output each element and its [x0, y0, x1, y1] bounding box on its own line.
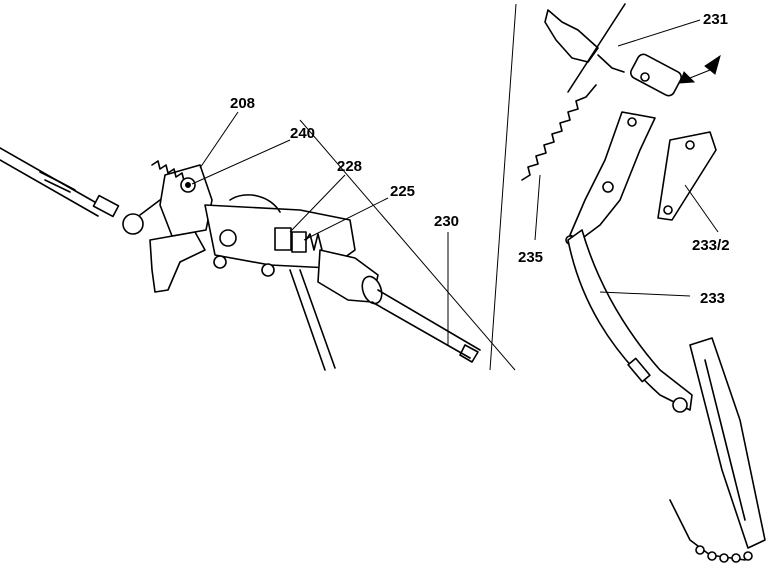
accelerator-pedal-assembly: [521, 3, 766, 563]
leader-lines: [191, 19, 719, 345]
callout-225: 225: [390, 183, 415, 200]
arrow-icon: [679, 54, 721, 84]
pedal-bracket: [569, 111, 656, 241]
callout-235: 235: [518, 249, 543, 266]
pivot-pin: [185, 182, 191, 188]
callout-230: 230: [434, 213, 459, 230]
return-spring-208: [151, 160, 185, 182]
plate-hole-1: [685, 140, 695, 150]
pedal-pad: [689, 337, 766, 549]
pedal-arm-233: [567, 229, 693, 411]
cable-end: [459, 344, 479, 363]
cover-plate-233-2: [657, 131, 717, 221]
ball-joint: [122, 213, 144, 235]
leader-233: [599, 291, 691, 297]
clip-hole: [640, 72, 650, 82]
chain-link-1: [695, 545, 705, 555]
callout-208: 208: [230, 95, 255, 112]
housing-bolt-2: [213, 255, 227, 269]
bowden-cable-230: [371, 289, 481, 359]
housing-bolt-3: [261, 263, 275, 277]
support-rod: [289, 269, 336, 371]
bracket-hole-top: [627, 117, 637, 127]
lever-bracket: [149, 231, 206, 293]
divider-line-diagonal: [299, 119, 516, 371]
divider-line-vertical: [489, 3, 517, 371]
chain-link-4: [731, 553, 741, 563]
housing-top: [229, 194, 281, 213]
leader-228: [289, 174, 346, 233]
leader-240: [191, 139, 291, 185]
return-spring-235: [521, 84, 597, 181]
rod-clip: [39, 171, 76, 193]
chain-link-2: [707, 551, 717, 561]
plate-hole-2: [663, 205, 673, 215]
lever-body: [159, 164, 213, 237]
callout-240: 240: [290, 125, 315, 142]
callout-labels: 208 240 228 225 230 231 235 233/2 233: [230, 11, 730, 307]
callout-231: 231: [703, 11, 728, 28]
cable-clip-231: [630, 53, 682, 97]
leader-231: [617, 19, 701, 47]
leader-233-2: [684, 184, 719, 233]
arm-pivot: [672, 397, 688, 413]
adjuster-nut-228: [274, 227, 292, 251]
chain-link-3: [719, 553, 729, 563]
spring-225: [305, 233, 323, 251]
throttle-linkage-assembly: [0, 147, 481, 371]
arm-slot: [627, 357, 651, 383]
housing-bolt-1: [219, 229, 237, 247]
callout-228: 228: [337, 158, 362, 175]
sleeve-end: [361, 275, 383, 305]
leader-208: [199, 111, 239, 169]
cable-wire: [597, 54, 625, 73]
pad-ridge: [704, 359, 746, 521]
rod-end: [92, 194, 120, 218]
lock-nut: [291, 231, 307, 253]
leader-235: [534, 174, 541, 241]
leader-225: [303, 197, 389, 241]
bracket-pivot: [602, 181, 614, 193]
cut-line: [567, 3, 626, 93]
chain-link-5: [743, 551, 753, 561]
callout-233: 233: [700, 290, 725, 307]
callout-233-2: 233/2: [692, 237, 730, 254]
